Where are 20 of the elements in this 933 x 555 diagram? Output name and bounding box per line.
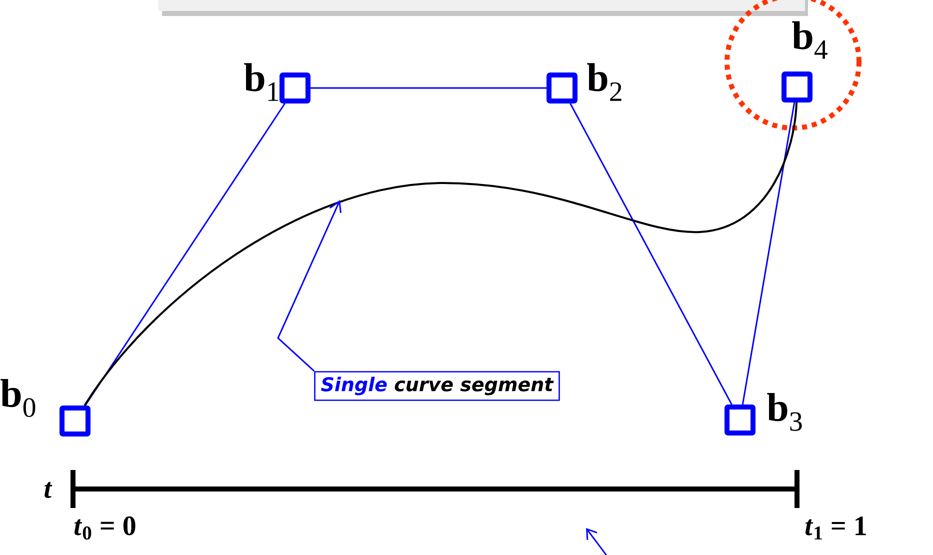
point-label: b$_{2}$ [587,63,622,101]
polygon-line [570,103,732,405]
control-point-square [782,72,812,102]
control-point-square [60,406,90,436]
polygon-line [310,87,546,89]
control-point-square [280,72,310,104]
callout-box: Single curve segment [314,371,560,401]
curve [84,102,798,406]
point-label: b$_{4}$ [792,21,828,59]
point-label: b$_{0}$ [0,378,36,418]
axis-label: t [44,482,52,498]
polygon-line [742,102,796,405]
point-label: b$_{3}$ [767,393,802,431]
axis-label: t$_{1}$ = 1 [806,516,866,540]
point-label: b$_{1}$ [244,63,278,101]
control-point-square [724,404,756,436]
polygon-line [84,103,286,406]
axis-label: t$_{0}$ = 0 [74,516,136,540]
leader-line [277,200,342,372]
control-point-square [546,72,578,104]
